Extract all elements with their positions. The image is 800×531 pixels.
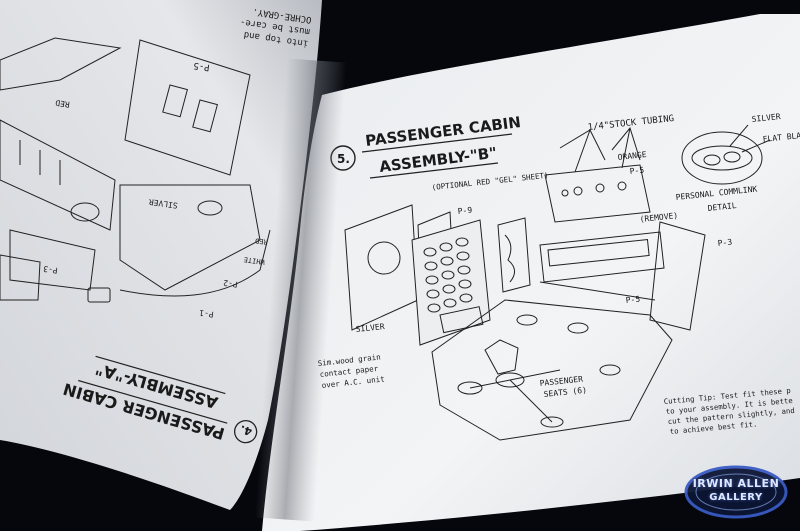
- left-label-red-2: RED: [255, 236, 269, 246]
- left-label-p5: P-5: [193, 60, 210, 72]
- label-silver-left: SILVER: [355, 322, 385, 334]
- label-flat-black: FLAT BLA: [762, 131, 800, 144]
- left-heading-underline-2: [95, 355, 226, 395]
- ceiling-panel-drawing: [544, 126, 651, 223]
- left-label-silver: SILVER: [148, 197, 178, 210]
- right-page-sheet: [262, 14, 800, 531]
- console-drawing: [539, 221, 706, 331]
- label-remove: (REMOVE): [639, 211, 678, 224]
- left-label-p1: P-1: [199, 308, 215, 319]
- seat-grid: [423, 237, 473, 313]
- left-step-circle: [233, 419, 258, 444]
- label-orange: ORANGE: [617, 150, 647, 162]
- label-detail: DETAIL: [707, 201, 737, 213]
- gallery-watermark: IRWIN ALLEN GALLERY: [680, 461, 792, 523]
- heading-underline-2: [369, 162, 499, 179]
- left-heading-underline: [78, 379, 228, 424]
- watermark-line2: GALLERY: [709, 492, 763, 503]
- watermark-line1: IRWIN ALLEN: [692, 477, 780, 490]
- left-label-red: RED: [55, 98, 71, 109]
- left-page: into top and must be care- OCHRE-GRAY. P…: [0, 0, 347, 522]
- left-step-number: 4.: [239, 422, 254, 438]
- left-label-p3: P-3: [43, 264, 59, 275]
- step-number: 5.: [337, 152, 350, 166]
- heading-underline: [361, 133, 513, 153]
- commlink-detail-drawing: [681, 124, 771, 185]
- label-p5-top: P-5: [629, 166, 644, 176]
- floor-plate-drawing: [431, 299, 673, 441]
- label-p5-floor: P-5: [625, 295, 640, 305]
- left-label-white: WHITE: [243, 255, 265, 266]
- label-silver-top: SILVER: [751, 112, 781, 124]
- label-p3: P-3: [717, 238, 732, 248]
- watermark-ring: [684, 465, 788, 519]
- label-p9: P-9: [457, 206, 472, 216]
- book-gutter: [254, 58, 347, 522]
- left-label-p2: P-2: [223, 278, 239, 289]
- wall-panels-drawing: [344, 204, 531, 346]
- right-page: 5. PASSENGER CABIN ASSEMBLY-"B" 1/4"STOC…: [262, 14, 800, 531]
- left-page-sheet: [0, 0, 322, 510]
- left-page-drawing: [0, 37, 271, 303]
